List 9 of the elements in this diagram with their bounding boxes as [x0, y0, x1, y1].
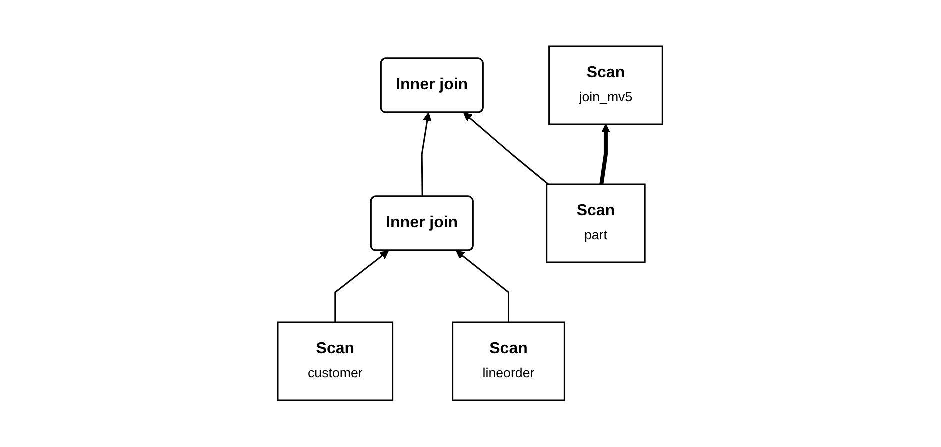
arrow — [456, 250, 510, 322]
node-box: Scan join_mv5 — [548, 46, 664, 126]
arrow — [464, 112, 550, 186]
node-box: Scan customer — [277, 322, 394, 402]
node-box: Scan part — [546, 184, 646, 264]
node-box: Scan lineorder — [452, 322, 566, 402]
arrow — [600, 124, 611, 185]
arrow — [334, 250, 390, 322]
arrow — [422, 112, 432, 197]
